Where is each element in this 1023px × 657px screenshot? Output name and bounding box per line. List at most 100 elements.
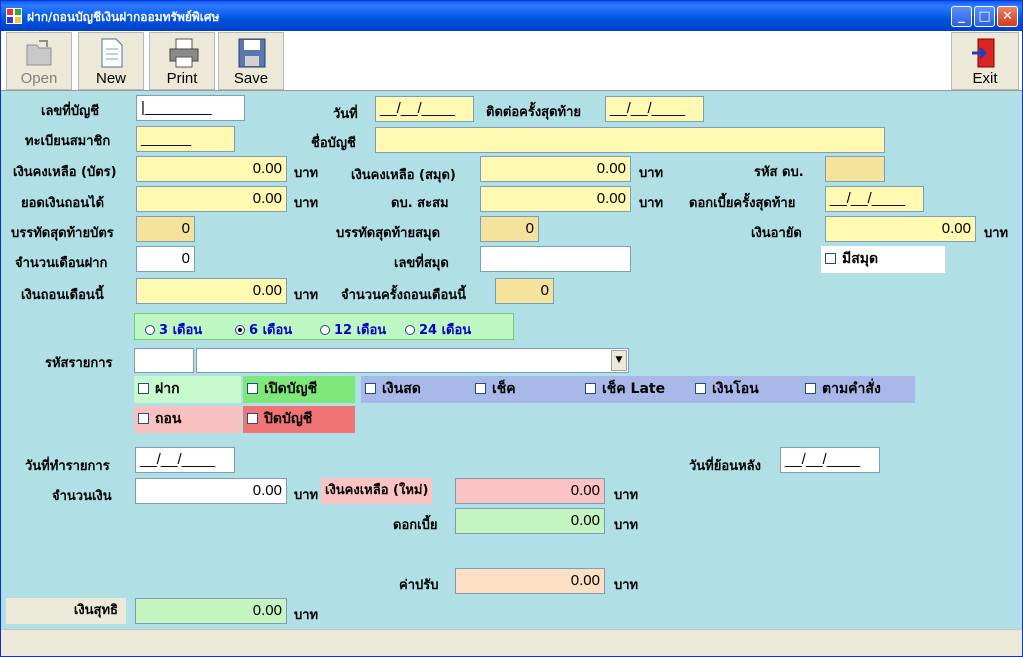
amount-label: จำนวนเงิน — [52, 489, 112, 504]
period-12m-radio[interactable]: 12 เดือน — [320, 319, 386, 340]
checkbox-box — [805, 383, 816, 394]
baht-unit: บาท — [294, 166, 319, 181]
chevron-down-icon[interactable]: ▼ — [611, 350, 627, 371]
last-contact-input[interactable]: __/__/____ — [605, 96, 704, 122]
open-button[interactable]: Open — [6, 32, 72, 90]
withdraw-month-input[interactable]: 0.00 — [136, 278, 287, 304]
interest-acc-input[interactable]: 0.00 — [480, 186, 631, 212]
backdate-label: วันที่ย้อนหลัง — [689, 459, 761, 474]
exit-label: Exit — [972, 70, 998, 87]
period-radio-group: 3 เดือน 6 เดือน 12 เดือน 24 เดือน — [134, 313, 514, 340]
last-line-book-input[interactable]: 0 — [480, 216, 539, 242]
minimize-button[interactable]: _ — [951, 6, 972, 27]
baht-unit: บาท — [639, 166, 664, 181]
window-title: ฝาก/ถอนบัญชีเงินฝากออมทรัพย์พิเศษ — [27, 10, 220, 24]
book-no-input[interactable] — [480, 246, 631, 272]
exit-door-icon — [972, 38, 995, 68]
cheque-checkbox[interactable]: เช็ค — [471, 376, 516, 403]
backdate-input[interactable]: __/__/____ — [780, 447, 880, 473]
close-button[interactable]: ✕ — [997, 6, 1018, 27]
baht-unit: บาท — [294, 196, 319, 211]
period-3m-radio[interactable]: 3 เดือน — [145, 319, 202, 340]
order-label: ตามคำสั่ง — [822, 381, 881, 397]
app-icon — [6, 8, 22, 24]
checkbox-box — [365, 383, 376, 394]
title-bar[interactable]: ฝาก/ถอนบัญชีเงินฝากออมทรัพย์พิเศษ _ □ ✕ — [1, 1, 1022, 31]
frozen-input[interactable]: 0.00 — [825, 216, 976, 242]
form-area: เลขที่บัญชี |________ ทะเบียนสมาชิก ____… — [1, 91, 1022, 629]
transfer-checkbox[interactable]: เงินโอน — [691, 376, 759, 403]
exit-button[interactable]: Exit — [951, 32, 1019, 90]
last-line-card-input[interactable]: 0 — [136, 216, 195, 242]
trans-date-input[interactable]: __/__/____ — [135, 447, 235, 473]
balance-card-input[interactable]: 0.00 — [136, 156, 287, 182]
interest-acc-label: ดบ. สะสม — [391, 196, 449, 211]
withdraw-count-input[interactable]: 0 — [495, 278, 554, 304]
period-24m-radio[interactable]: 24 เดือน — [405, 319, 471, 340]
cheque-late-checkbox[interactable]: เช็ค Late — [581, 376, 665, 403]
trans-code-input[interactable] — [134, 348, 194, 373]
trans-code-label: รหัสรายการ — [45, 356, 113, 371]
member-reg-input[interactable]: ______ — [136, 126, 235, 152]
months-deposit-label: จำนวนเดือนฝาก — [15, 256, 108, 271]
radio-circle — [405, 325, 415, 335]
withdrawable-input[interactable]: 0.00 — [136, 186, 287, 212]
radio-circle-selected — [235, 325, 245, 335]
account-name-label: ชื่อบัญชี — [311, 136, 356, 151]
period-12m-label: 12 เดือน — [334, 323, 387, 338]
open-label: Open — [20, 70, 58, 87]
deposit-label: ฝาก — [155, 381, 180, 397]
print-label: Print — [166, 70, 198, 87]
interest-code-label: รหัส ดบ. — [754, 165, 804, 180]
withdraw-count-label: จำนวนครั้งถอนเดือนนี้ — [341, 288, 467, 303]
checkbox-box — [138, 383, 149, 394]
payment-method-bar — [361, 376, 915, 403]
transfer-label: เงินโอน — [712, 381, 759, 397]
last-line-card-label: บรรทัดสุดท้ายบัตร — [11, 226, 114, 241]
period-6m-label: 6 เดือน — [249, 323, 293, 338]
period-6m-radio[interactable]: 6 เดือน — [235, 319, 292, 340]
new-label: New — [95, 70, 126, 87]
baht-unit: บาท — [294, 488, 319, 503]
new-document-icon — [101, 38, 123, 68]
new-balance-label: เงินคงเหลือ (ใหม่) — [321, 478, 433, 504]
maximize-button[interactable]: □ — [974, 6, 995, 27]
amount-input[interactable]: 0.00 — [135, 478, 287, 504]
account-no-label: เลขที่บัญชี — [41, 104, 100, 119]
cash-label: เงินสด — [382, 381, 421, 397]
has-book-checkbox[interactable]: มีสมุด — [821, 246, 945, 273]
checkbox-box — [585, 383, 596, 394]
baht-unit: บาท — [984, 226, 1009, 241]
new-button[interactable]: New — [78, 32, 144, 90]
period-3m-label: 3 เดือน — [159, 323, 203, 338]
last-interest-input[interactable]: __/__/____ — [825, 186, 924, 212]
print-button[interactable]: Print — [149, 32, 215, 90]
balance-book-input[interactable]: 0.00 — [480, 156, 631, 182]
fine-input[interactable]: 0.00 — [455, 568, 605, 594]
new-balance-input[interactable]: 0.00 — [455, 478, 605, 504]
trans-desc-combo[interactable]: ▼ — [196, 348, 629, 373]
account-name-input[interactable] — [375, 127, 885, 153]
withdrawable-label: ยอดเงินถอนได้ — [21, 196, 105, 211]
cash-checkbox[interactable]: เงินสด — [361, 376, 421, 403]
close-account-checkbox[interactable]: ปิดบัญชี — [243, 406, 355, 433]
baht-unit: บาท — [294, 608, 319, 623]
baht-unit: บาท — [639, 196, 664, 211]
interest-input[interactable]: 0.00 — [455, 508, 605, 534]
date-input[interactable]: __/__/____ — [375, 96, 474, 122]
order-checkbox[interactable]: ตามคำสั่ง — [801, 376, 881, 403]
checkbox-box — [247, 383, 258, 394]
baht-unit: บาท — [614, 518, 639, 533]
save-button[interactable]: Save — [218, 32, 284, 90]
account-no-input[interactable]: |________ — [136, 95, 245, 121]
net-label: เงินสุทธิ — [6, 598, 126, 624]
has-book-label: มีสมุด — [842, 251, 879, 267]
checkbox-box — [695, 383, 706, 394]
months-deposit-input[interactable]: 0 — [136, 246, 195, 272]
interest-code-input[interactable] — [825, 156, 885, 182]
net-input[interactable]: 0.00 — [135, 598, 287, 624]
open-account-checkbox[interactable]: เปิดบัญชี — [243, 376, 355, 403]
checkbox-box — [247, 413, 258, 424]
withdraw-checkbox[interactable]: ถอน — [134, 406, 241, 433]
deposit-checkbox[interactable]: ฝาก — [134, 376, 241, 403]
